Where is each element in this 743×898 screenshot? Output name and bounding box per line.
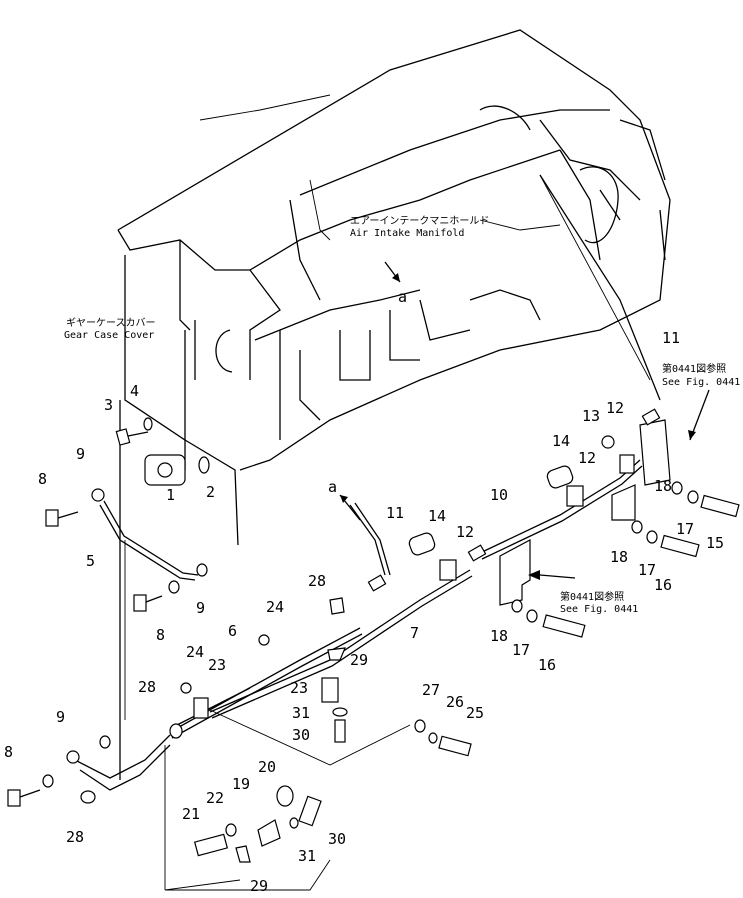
part-label-25: 25: [466, 704, 484, 722]
part-label-23a: 23: [208, 656, 226, 674]
part-label-5: 5: [86, 552, 95, 570]
part-label-21: 21: [182, 805, 200, 823]
air-intake-label-en: Air Intake Manifold: [350, 228, 464, 239]
reference-arrows: [339, 261, 710, 580]
callout-labels: エアーインテークマニホールド Air Intake Manifold a ギヤー…: [64, 215, 740, 615]
see-fig-label-en-top: See Fig. 0441: [662, 377, 740, 388]
gear-case-label-jp: ギヤーケースカバー: [66, 317, 156, 329]
see-fig-label-en-mid: See Fig. 0441: [560, 604, 638, 615]
part-label-3: 3: [104, 396, 113, 414]
part-label-17a: 17: [676, 520, 694, 538]
part-label-14a: 14: [552, 432, 570, 450]
air-intake-label-jp: エアーインテークマニホールド: [350, 215, 489, 227]
part-label-29a: 29: [350, 651, 368, 669]
ref-a-lower: a: [328, 478, 337, 496]
pipe-assembly: [74, 174, 661, 791]
part-label-28b: 28: [138, 678, 156, 696]
part-label-6: 6: [228, 622, 237, 640]
part-label-8c: 8: [4, 743, 13, 761]
part-label-29b: 29: [250, 877, 268, 895]
part-label-30a: 30: [292, 726, 310, 744]
part-label-4: 4: [130, 382, 139, 400]
part-label-9b: 9: [196, 599, 205, 617]
gear-case-label-en: Gear Case Cover: [64, 330, 154, 341]
see-fig-label-jp-mid: 第0441図参照: [560, 590, 624, 603]
part-label-12a: 12: [606, 399, 624, 417]
part-label-26: 26: [446, 693, 464, 711]
part-label-18b: 18: [610, 548, 628, 566]
part-label-31a: 31: [292, 704, 310, 722]
part-label-28c: 28: [66, 828, 84, 846]
part-label-18c: 18: [490, 627, 508, 645]
part-label-20: 20: [258, 758, 276, 776]
part-label-30b: 30: [328, 830, 346, 848]
part-label-9a: 9: [76, 445, 85, 463]
part-label-27: 27: [422, 681, 440, 699]
part-label-8a: 8: [38, 470, 47, 488]
part-label-12b: 12: [578, 449, 596, 467]
part-label-2: 2: [206, 483, 215, 501]
part-label-7: 7: [410, 624, 419, 642]
part-label-28a: 28: [308, 572, 326, 590]
part-label-17b: 17: [638, 561, 656, 579]
ref-a-upper: a: [398, 288, 407, 306]
part-label-22: 22: [206, 789, 224, 807]
part-label-31b: 31: [298, 847, 316, 865]
see-fig-label-jp-top: 第0441図参照: [662, 362, 726, 375]
fittings: [7, 408, 740, 863]
part-label-1: 1: [166, 486, 175, 504]
part-label-24a: 24: [266, 598, 284, 616]
part-label-24b: 24: [186, 643, 204, 661]
part-label-11b: 11: [386, 504, 404, 522]
part-label-9c: 9: [56, 708, 65, 726]
part-label-16a: 16: [654, 576, 672, 594]
part-label-16b: 16: [538, 656, 556, 674]
part-label-12c: 12: [456, 523, 474, 541]
part-label-15: 15: [706, 534, 724, 552]
part-label-10: 10: [490, 486, 508, 504]
part-label-8b: 8: [156, 626, 165, 644]
part-number-labels: 1 2 3 4 5 6 7 8 8 8 9 9 9 10 11 11 12 12…: [4, 329, 724, 895]
part-label-13: 13: [582, 407, 600, 425]
part-label-23b: 23: [290, 679, 308, 697]
leader-lines: [124, 174, 651, 891]
part-label-19: 19: [232, 775, 250, 793]
part-label-18a: 18: [654, 477, 672, 495]
part-label-11a: 11: [662, 329, 680, 347]
part-label-14b: 14: [428, 507, 446, 525]
part-label-17c: 17: [512, 641, 530, 659]
engine-block-outline: [117, 29, 671, 780]
